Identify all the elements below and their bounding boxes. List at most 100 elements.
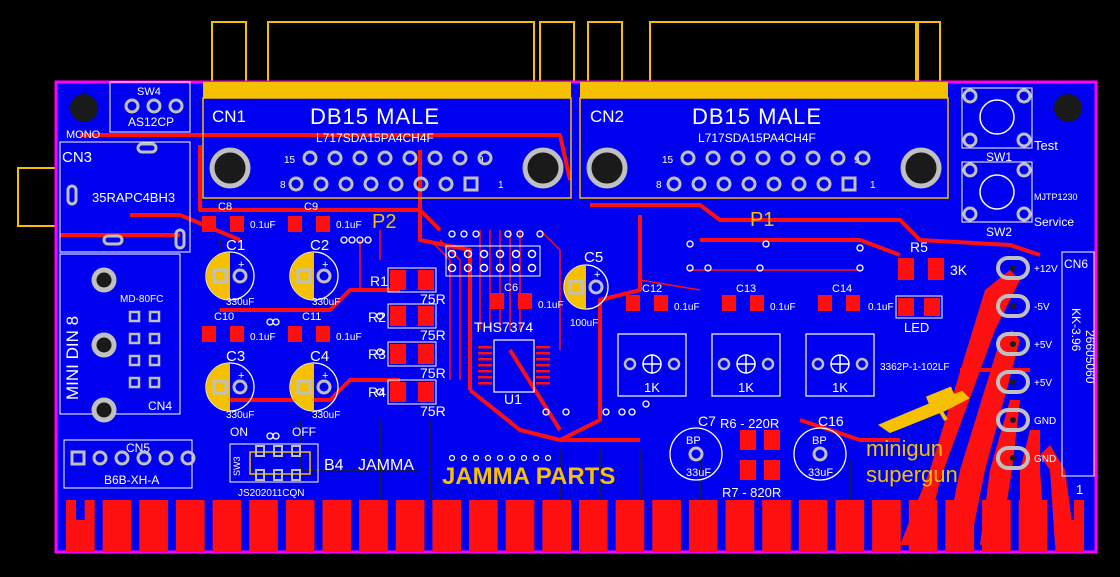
r4-pad: [390, 382, 406, 402]
trimmer-3-pin: [811, 357, 825, 371]
c16-outline: [793, 427, 847, 481]
cn4-pin: [128, 354, 141, 367]
c3-value: 330uF: [226, 410, 254, 421]
sw3-on: ON: [230, 425, 248, 439]
cn1-pin8: 8: [280, 180, 286, 191]
trimmer-1-outline: [617, 333, 687, 397]
cn6-pin-hole: [1010, 341, 1016, 347]
edge-finger: [615, 500, 645, 552]
via: [856, 264, 864, 272]
r1-pad: [390, 270, 406, 290]
c1-value: 330uF: [226, 297, 254, 308]
via: [516, 230, 524, 238]
u1-lead: [536, 370, 550, 373]
via: [504, 230, 512, 238]
cn2-mount-hole-left: [586, 147, 628, 189]
cn5-pin: [136, 450, 152, 466]
c7-ref: C7: [698, 413, 716, 429]
sw2-pin: [1016, 162, 1032, 178]
c10-ref: C10: [214, 311, 234, 323]
c8-ref: C8: [218, 201, 232, 213]
cn6-pin: [996, 332, 1030, 356]
r3-value: 75R: [420, 365, 446, 381]
cn6-pin-hole: [1010, 265, 1016, 271]
trimmer-2-outline: [711, 333, 781, 397]
c1-polarity: [206, 252, 230, 300]
cn6-pin: [996, 370, 1030, 394]
cn4-pin: [148, 332, 161, 345]
sw4-mono: MONO: [66, 129, 101, 141]
trimmer-2-pin: [761, 357, 775, 371]
cn6-pin-label: GND: [1034, 416, 1056, 427]
p2-pin: [447, 263, 457, 273]
sw4-pin: [124, 98, 140, 114]
p2-pin: [463, 263, 473, 273]
edge-finger: [579, 500, 608, 552]
cn6-pin-label: GND: [1034, 454, 1056, 465]
cn4-pin: [128, 332, 141, 345]
c5-pin: [568, 279, 584, 295]
jamma-parts-label: JAMMA PARTS: [442, 463, 615, 490]
sw3-pin: [291, 445, 301, 457]
cn2-pin-pin: [716, 176, 732, 192]
c5-pin: [588, 279, 604, 295]
u1-lead: [478, 382, 492, 385]
c2-plus: +: [322, 259, 328, 271]
cn1-pin-pin: [463, 176, 479, 192]
via: [704, 264, 712, 272]
r5-value: 3K: [950, 262, 968, 278]
r3-pad: [418, 344, 434, 364]
edge-finger: [1055, 500, 1084, 552]
edge-finger: [542, 500, 571, 552]
cn2-pin-pin: [841, 176, 857, 192]
via: [376, 388, 384, 396]
trimmer-3-value: 1K: [832, 380, 848, 395]
cn6-pin: [996, 408, 1030, 432]
trimmer-2-cross: [737, 355, 755, 373]
jamma-via: [472, 454, 480, 462]
cn6-outline: [1061, 251, 1095, 477]
cn6-part2: 26605060: [1083, 330, 1097, 384]
c16-ref: C16: [818, 413, 844, 429]
r5-ref: R5: [910, 239, 928, 255]
trimmer-1-cross: [643, 355, 661, 373]
cn1-pin-pin: [427, 150, 443, 166]
via: [376, 312, 384, 320]
via: [348, 236, 356, 244]
sw3-pin: [273, 469, 283, 481]
r2-pad: [390, 306, 406, 326]
p2-pin: [527, 263, 537, 273]
brand-line2: supergun: [866, 462, 958, 487]
sw1-button: [979, 99, 1015, 135]
sw2-part: MJTP1230: [1034, 192, 1078, 202]
via: [756, 264, 764, 272]
edge-finger: [505, 500, 535, 552]
c3-polarity: [206, 363, 230, 411]
cn5-pin: [180, 450, 196, 466]
cn6-pin-hole: [1010, 455, 1016, 461]
trimmer-3-outline: [805, 333, 875, 397]
sw4-ref: SW4: [137, 86, 161, 98]
cn1-silk-strip: [203, 82, 571, 98]
r4-pad: [418, 382, 434, 402]
cn4-ref: CN4: [148, 399, 172, 413]
r7-text: R7 - 820R: [722, 485, 781, 500]
p2-pin: [495, 249, 505, 259]
c13-ref: C13: [736, 283, 756, 295]
cn6-pin: [996, 294, 1030, 318]
edge-finger: [469, 500, 498, 552]
cn2-pin-pin: [705, 150, 721, 166]
via: [460, 230, 468, 238]
edge-finger: [175, 500, 205, 552]
cn1-pin-pin: [388, 176, 404, 192]
c4-pin: [316, 379, 332, 395]
p2-pin: [511, 263, 521, 273]
cn3-outline: [59, 141, 191, 253]
u1-lead: [536, 376, 550, 379]
p2-pin: [495, 263, 505, 273]
jamma-via: [520, 454, 528, 462]
jamma-via: [460, 454, 468, 462]
c2-pin: [296, 268, 312, 284]
r1-ref: R1: [370, 273, 388, 289]
via: [340, 236, 348, 244]
